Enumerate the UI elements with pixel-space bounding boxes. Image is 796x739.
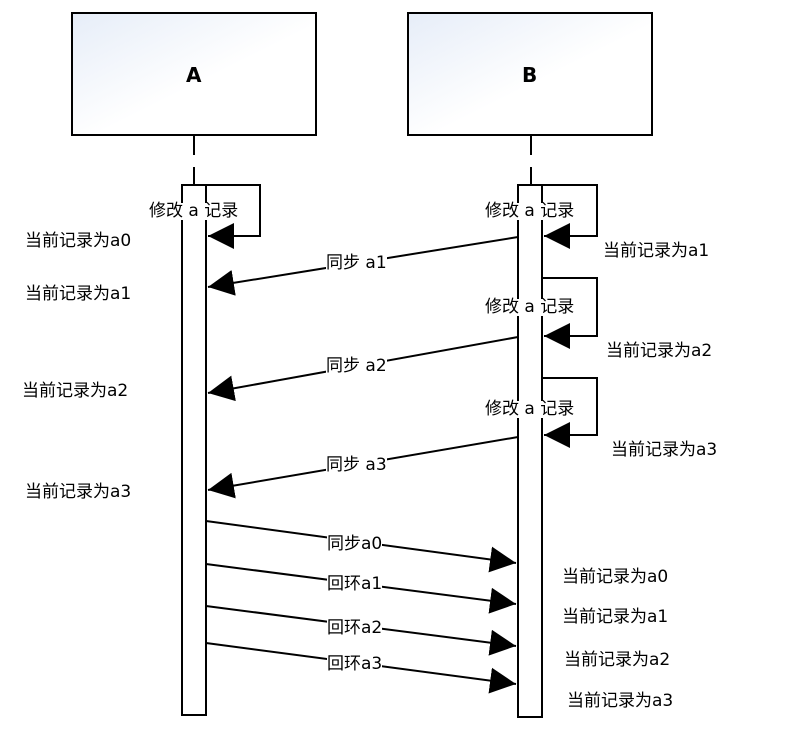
participant-box-a <box>71 12 317 136</box>
state-label-b-a1: 当前记录为a1 <box>603 241 710 261</box>
self-call-b-1 <box>542 184 598 249</box>
self-call-b-2 <box>542 277 598 349</box>
state-label-b2-a0: 当前记录为a0 <box>562 567 669 587</box>
state-label-a-a3: 当前记录为a3 <box>25 482 132 502</box>
state-label-a-a0: 当前记录为a0 <box>25 231 132 251</box>
message-label-sync-a0: 同步a0 <box>327 534 383 554</box>
participant-b-label: B <box>522 63 538 87</box>
message-label-sync-a1: 同步 a1 <box>326 253 387 273</box>
participant-a-label: A <box>186 63 202 87</box>
message-label-loop-a1: 回环a1 <box>327 574 383 594</box>
self-call-label-b-2: 修改 a 记录 <box>485 297 575 317</box>
self-call-label-b-1: 修改 a 记录 <box>485 201 575 221</box>
message-label-sync-a3: 同步 a3 <box>326 455 387 475</box>
self-call-b-3 <box>542 377 598 448</box>
participant-box-b <box>407 12 653 136</box>
state-label-b-a2: 当前记录为a2 <box>606 341 713 361</box>
message-label-loop-a3: 回环a3 <box>327 654 383 674</box>
message-label-sync-a2: 同步 a2 <box>326 356 387 376</box>
activation-bar-a <box>181 184 207 716</box>
activation-bar-b <box>517 184 543 718</box>
state-label-b2-a1: 当前记录为a1 <box>562 607 669 627</box>
state-label-b2-a2: 当前记录为a2 <box>564 650 671 670</box>
state-label-a-a1: 当前记录为a1 <box>25 284 132 304</box>
message-label-loop-a2: 回环a2 <box>327 618 383 638</box>
self-call-label-b-3: 修改 a 记录 <box>485 399 575 419</box>
state-label-a-a2: 当前记录为a2 <box>22 381 129 401</box>
self-call-label-a: 修改 a 记录 <box>149 201 239 221</box>
state-label-b-a3: 当前记录为a3 <box>611 440 718 460</box>
self-call-a-0 <box>206 184 261 249</box>
state-label-b2-a3: 当前记录为a3 <box>567 691 674 711</box>
